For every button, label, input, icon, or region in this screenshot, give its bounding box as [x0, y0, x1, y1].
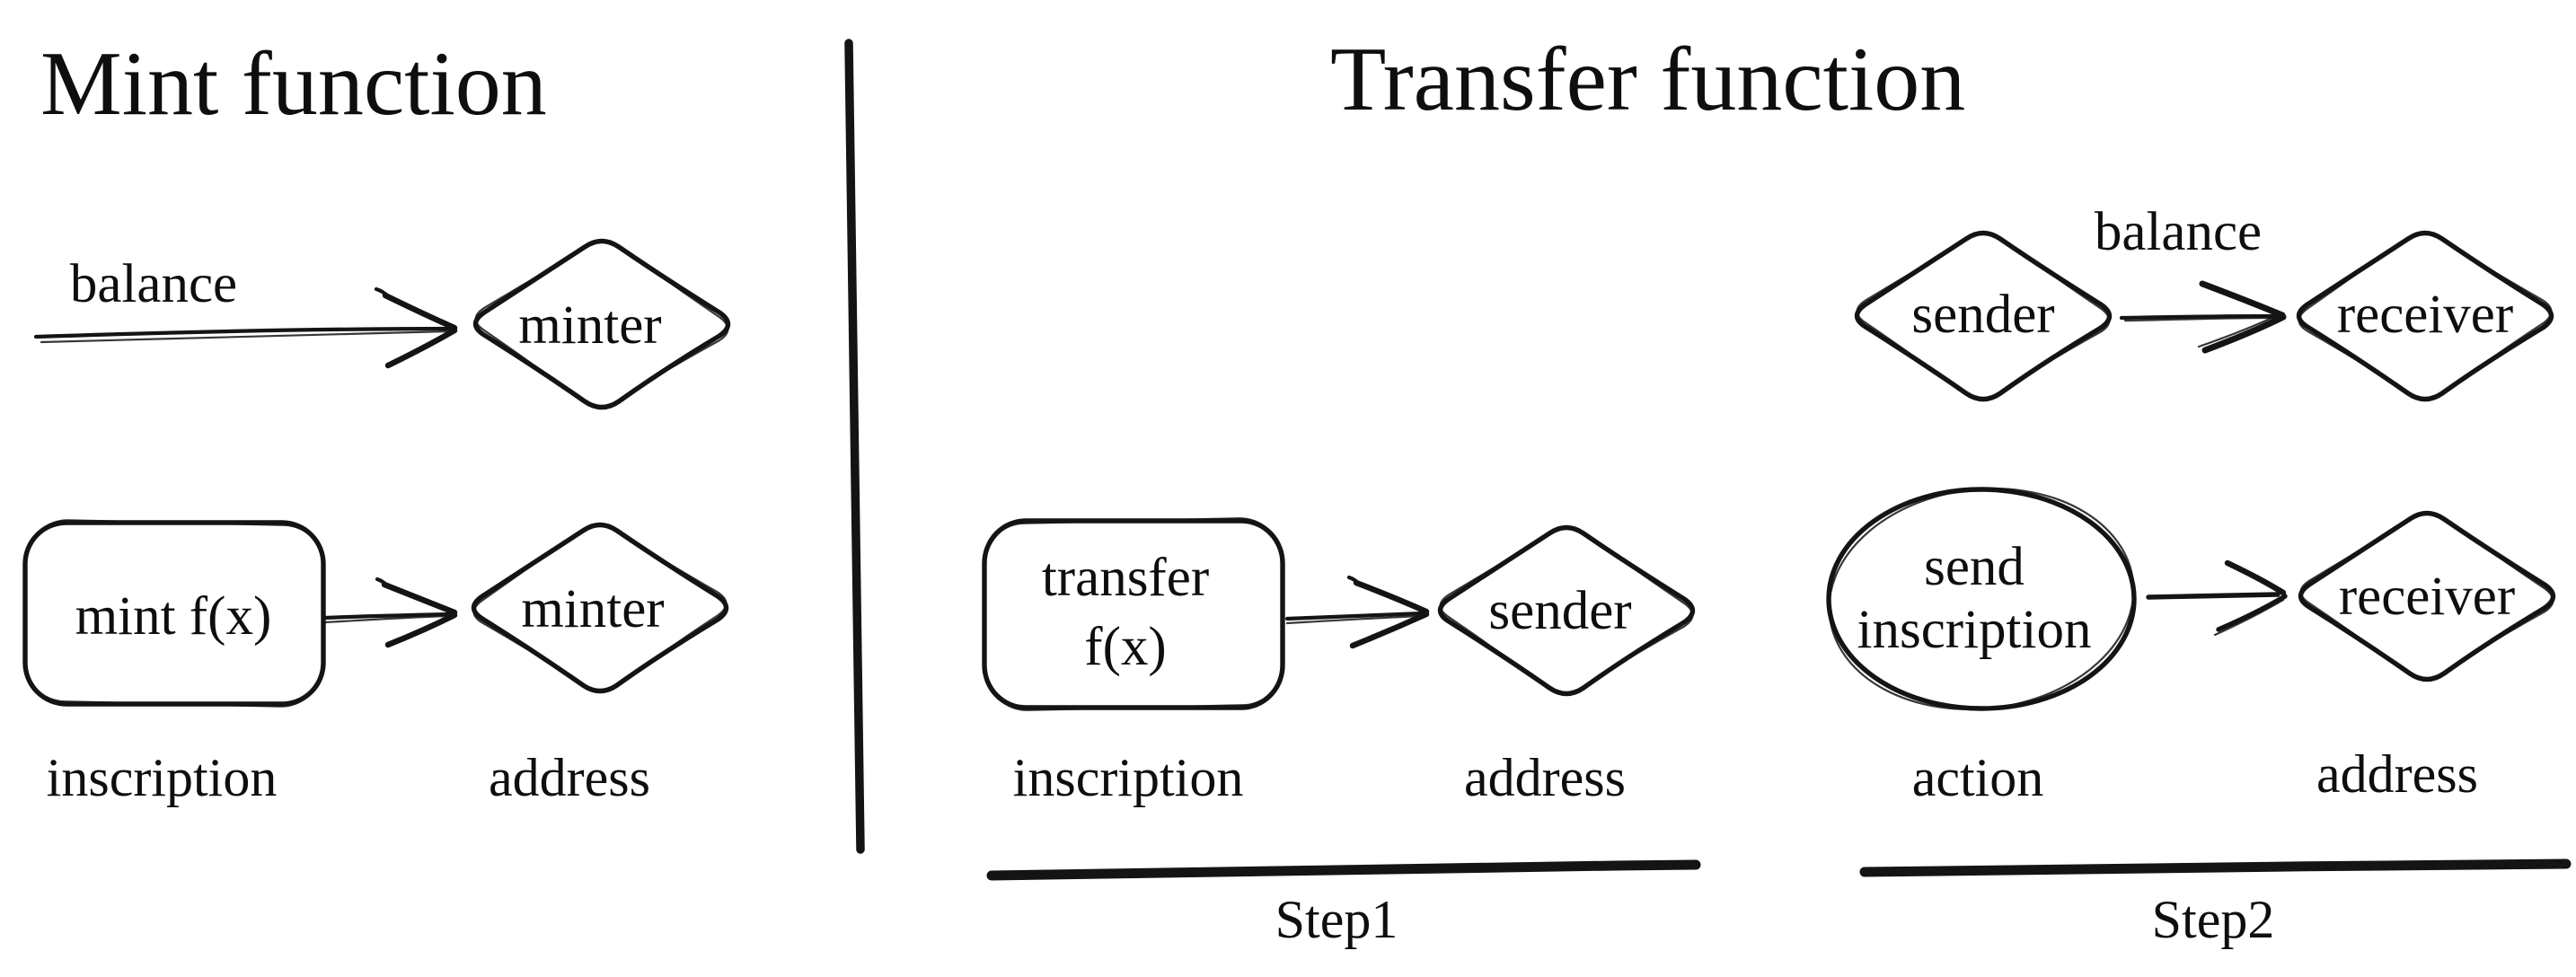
- arrow-shaft-sketch: [1285, 614, 1423, 625]
- section-divider: [844, 39, 865, 854]
- arrowhead-bottom-sketch: [2197, 312, 2281, 348]
- send-action-label-line1: send: [1924, 537, 2025, 597]
- transfer-title: Transfer function: [1330, 29, 1965, 130]
- arrowhead-bottom: [1349, 611, 1430, 649]
- transfer-box-node: [981, 516, 1286, 712]
- arrowhead-top: [382, 292, 458, 331]
- rounded-box-sketch: [981, 516, 1286, 712]
- arrowhead-top: [2224, 559, 2287, 596]
- mint-address-caption: address: [489, 748, 650, 807]
- arrow-shaft: [2146, 592, 2280, 600]
- receiver-mid-label: receiver: [2339, 567, 2515, 627]
- mint-balance-arrow: [33, 286, 458, 369]
- step1-label: Step1: [1275, 890, 1398, 949]
- minter-top-label: minter: [518, 295, 661, 356]
- transfer-box-label-line2: f(x): [1084, 617, 1166, 677]
- step1-inscription-caption: inscription: [1013, 748, 1244, 807]
- arrow-shaft: [33, 326, 454, 339]
- arrow-shaft-sketch: [40, 330, 449, 344]
- step2-label: Step2: [2152, 890, 2275, 949]
- mint-inscription-caption: inscription: [47, 748, 278, 807]
- arrow-shaft: [322, 612, 454, 621]
- arrowhead-bottom-sketch: [2213, 598, 2285, 637]
- arrowhead-bottom: [2201, 313, 2287, 354]
- arrow-shaft-sketch: [323, 614, 451, 624]
- sender-mid-label: sender: [1488, 581, 1631, 641]
- mint-box-label: mint f(x): [75, 586, 272, 647]
- step1-address-caption: address: [1464, 748, 1626, 807]
- step1-underline: [986, 859, 1701, 881]
- step2-address-caption: address: [2316, 744, 2478, 804]
- send-inscription-node: [1815, 471, 2148, 727]
- arrowhead-bottom: [2216, 594, 2288, 632]
- mint-balance-label: balance: [70, 254, 237, 314]
- transfer-balance-arrow: [2119, 280, 2287, 354]
- arrowhead-hook: [1346, 575, 1362, 586]
- arrowhead-top: [381, 581, 458, 616]
- send-action-label-line2: inscription: [1857, 600, 2092, 660]
- arrowhead-hook: [374, 286, 391, 299]
- mint-arrow: [322, 577, 458, 648]
- arrow-shaft: [1284, 611, 1425, 621]
- ellipse-sketch: [1815, 471, 2148, 727]
- arrowhead-top: [1353, 579, 1430, 615]
- transfer-box-label-line1: transfer: [1042, 548, 1209, 608]
- receiver-top-label: receiver: [2337, 285, 2513, 345]
- arrowhead-hook: [375, 577, 390, 588]
- step2-underline: [1859, 858, 2572, 877]
- mint-title: Mint function: [40, 33, 547, 135]
- arrowhead-top: [2199, 280, 2286, 319]
- transfer-balance-label: balance: [2095, 202, 2262, 262]
- transfer-arrow-step2: [2146, 559, 2288, 637]
- transfer-arrow-step1: [1284, 575, 1430, 649]
- arrowhead-bottom: [384, 327, 458, 369]
- arrowhead-bottom: [384, 612, 458, 648]
- minter-bottom-label: minter: [521, 579, 664, 639]
- ellipse-shape: [1829, 489, 2134, 709]
- arrow-shaft: [2119, 313, 2279, 321]
- action-caption: action: [1912, 748, 2044, 807]
- sender-top-label: sender: [1911, 285, 2054, 345]
- arrow-shaft-sketch: [2123, 316, 2274, 322]
